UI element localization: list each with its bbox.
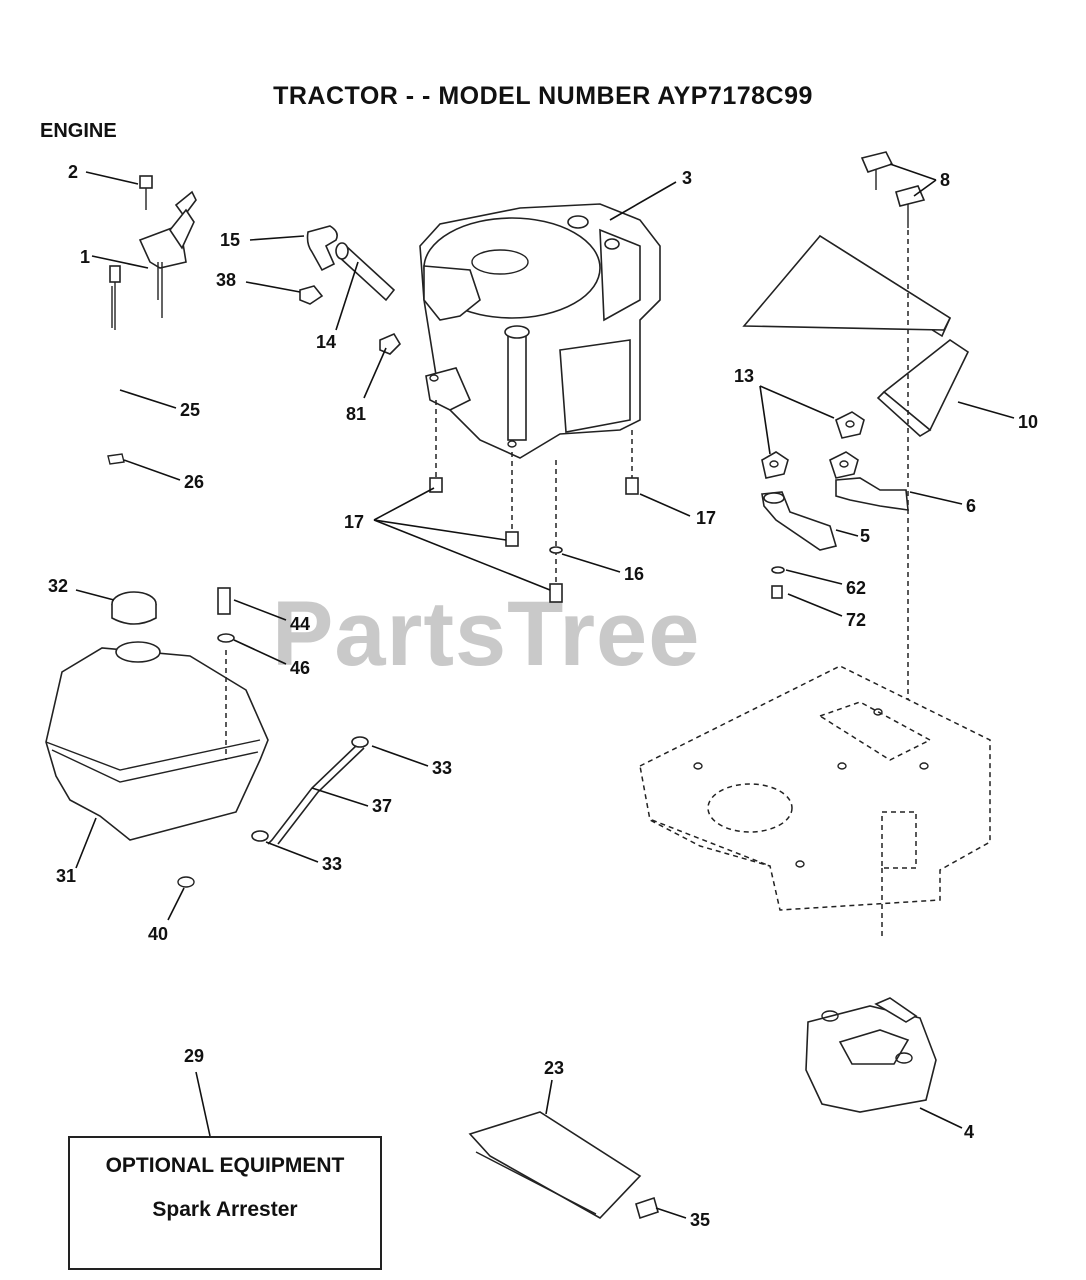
tank-screw-part: [217, 587, 235, 760]
throttle-control-part: [138, 175, 197, 318]
callout-33a: 33: [432, 758, 452, 778]
callout-labels: 1 2 3 4 5 6 8 10 13 14 15 16 17 17 23 25…: [48, 162, 1038, 1230]
engine-part: [419, 203, 661, 459]
callout-26: 26: [184, 472, 204, 492]
fuel-line-part: [251, 736, 369, 845]
callout-10: 10: [1018, 412, 1038, 432]
callout-16: 16: [624, 564, 644, 584]
leader-lines: [75, 163, 1015, 1219]
callout-44: 44: [290, 614, 310, 634]
muffler-part: [805, 997, 937, 1113]
watermark: PartsTree: [272, 583, 701, 685]
callout-5: 5: [860, 526, 870, 546]
callout-29: 29: [184, 1046, 204, 1066]
callout-81: 81: [346, 404, 366, 424]
frame-part: [639, 665, 991, 938]
exhaust-pipes-part: [761, 411, 909, 599]
page-title: TRACTOR - - MODEL NUMBER AYP7178C99: [273, 82, 813, 110]
callout-38: 38: [216, 270, 236, 290]
callout-72: 72: [846, 610, 866, 630]
callout-37: 37: [372, 796, 392, 816]
callout-25: 25: [180, 400, 200, 420]
optional-equipment-box: OPTIONAL EQUIPMENT Spark Arrester: [68, 1136, 382, 1270]
callout-8: 8: [940, 170, 950, 190]
gas-tank-part: [45, 591, 269, 888]
spark-plug-part: [107, 265, 125, 465]
callout-32: 32: [48, 576, 68, 596]
heat-shield-part: [742, 151, 970, 700]
callout-40: 40: [148, 924, 168, 944]
callout-23: 23: [544, 1058, 564, 1078]
spark-arrester-part: [468, 1111, 659, 1220]
callout-15: 15: [220, 230, 240, 250]
callout-6: 6: [966, 496, 976, 516]
callout-4: 4: [964, 1122, 974, 1142]
callout-3: 3: [682, 168, 692, 188]
callout-31: 31: [56, 866, 76, 886]
callout-1: 1: [80, 247, 90, 267]
callout-33b: 33: [322, 854, 342, 874]
callout-46: 46: [290, 658, 310, 678]
callout-17b: 17: [696, 508, 716, 528]
optional-equipment-item: Spark Arrester: [152, 1198, 298, 1221]
callout-17a: 17: [344, 512, 364, 532]
callout-14: 14: [316, 332, 336, 352]
callout-62: 62: [846, 578, 866, 598]
section-label: ENGINE: [40, 120, 117, 142]
optional-equipment-heading: OPTIONAL EQUIPMENT: [105, 1154, 345, 1177]
callout-2: 2: [68, 162, 78, 182]
callout-13: 13: [734, 366, 754, 386]
fuel-fittings-part: [299, 225, 402, 355]
callout-35: 35: [690, 1210, 710, 1230]
